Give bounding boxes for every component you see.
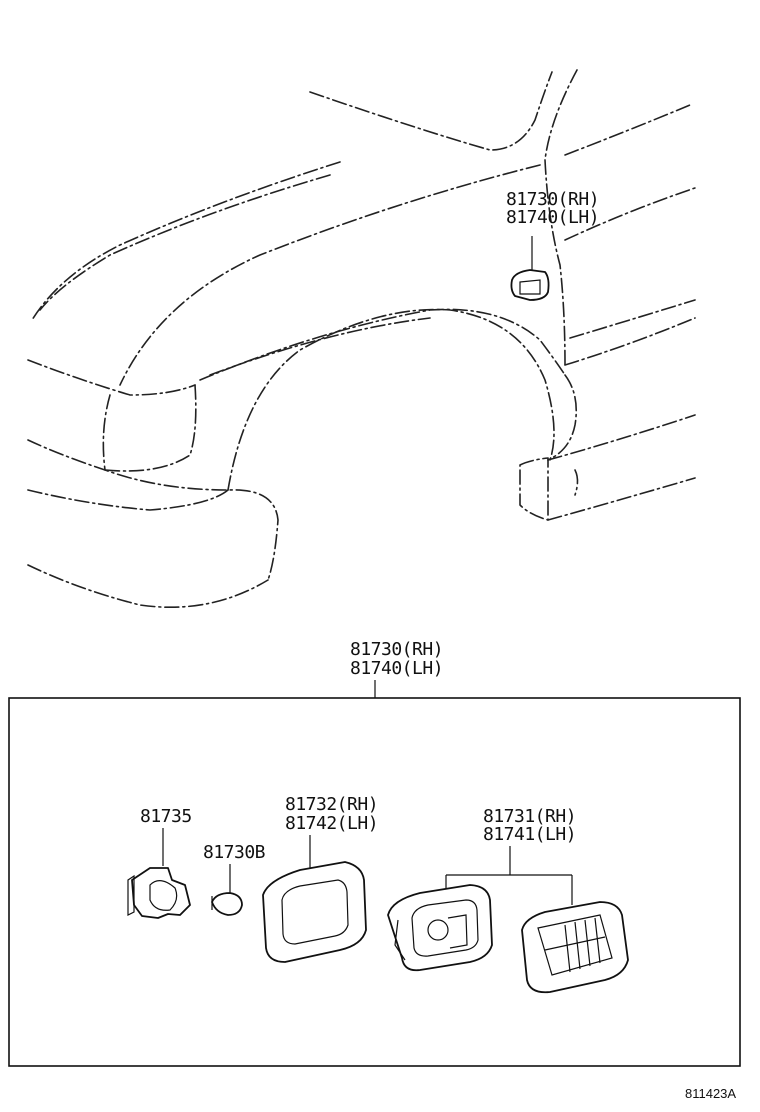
- assembly-callout-rh: 81730(RH): [350, 639, 443, 660]
- lamp-part: 81731(RH) 81741(LH): [387, 806, 629, 994]
- bulb-label: 81730B: [203, 842, 265, 863]
- vehicle-outline: [27, 69, 696, 608]
- assembly-callout: 81730(RH) 81740(LH): [350, 639, 444, 698]
- gasket-label-lh: 81742(LH): [285, 813, 378, 834]
- bulb-part: 81730B: [203, 842, 266, 916]
- fender-marker-lamp: [510, 236, 550, 301]
- socket-part: 81735: [127, 806, 192, 919]
- socket-label: 81735: [140, 806, 192, 827]
- illustration-code: 811423A: [685, 1086, 736, 1101]
- lamp-label-lh: 81741(LH): [483, 824, 576, 845]
- assembly-callout-lh: 81740(LH): [350, 658, 443, 679]
- gasket-part: 81732(RH) 81742(LH): [262, 794, 379, 963]
- upper-callout: 81730(RH) 81740(LH): [506, 189, 600, 228]
- upper-callout-rh: 81730(RH): [506, 189, 599, 210]
- assembly-box: [8, 697, 741, 1067]
- gasket-label-rh: 81732(RH): [285, 794, 378, 815]
- upper-callout-lh: 81740(LH): [506, 207, 599, 228]
- lamp-label-rh: 81731(RH): [483, 806, 576, 827]
